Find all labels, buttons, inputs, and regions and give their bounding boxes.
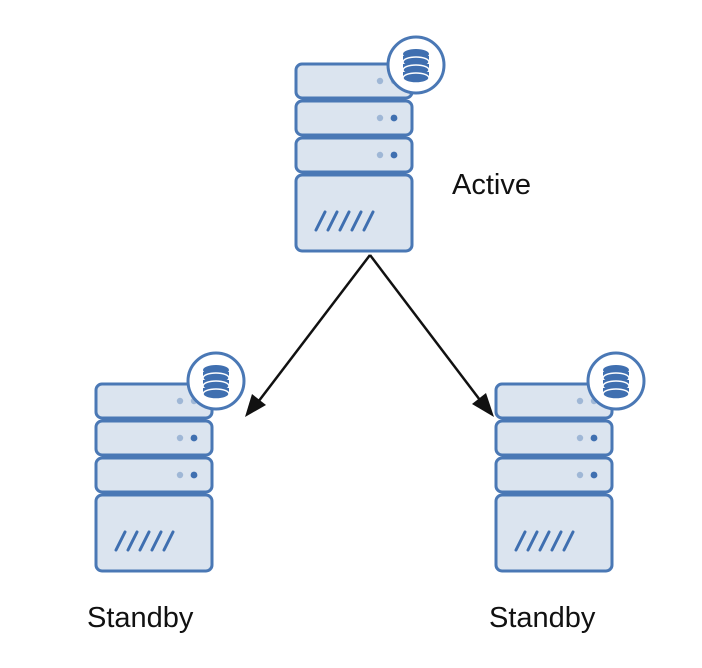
database-server-icon bbox=[494, 351, 646, 573]
edge-active-to-standby-left bbox=[251, 254, 371, 411]
arrowhead-standby-left bbox=[245, 394, 266, 417]
node-label-active: Active bbox=[452, 169, 531, 201]
node-label-standby-right: Standby bbox=[489, 602, 596, 634]
server-standby-right bbox=[494, 351, 646, 573]
database-badge-icon bbox=[586, 351, 646, 411]
node-label-standby-left: Standby bbox=[87, 602, 194, 634]
arrowhead-standby-right bbox=[472, 393, 494, 417]
database-server-icon bbox=[94, 351, 246, 573]
database-badge-icon bbox=[386, 35, 446, 95]
database-server-icon bbox=[294, 35, 446, 253]
server-standby-left bbox=[94, 351, 246, 573]
server-active bbox=[294, 35, 446, 253]
database-badge-icon bbox=[186, 351, 246, 411]
edge-active-to-standby-right bbox=[369, 254, 487, 409]
